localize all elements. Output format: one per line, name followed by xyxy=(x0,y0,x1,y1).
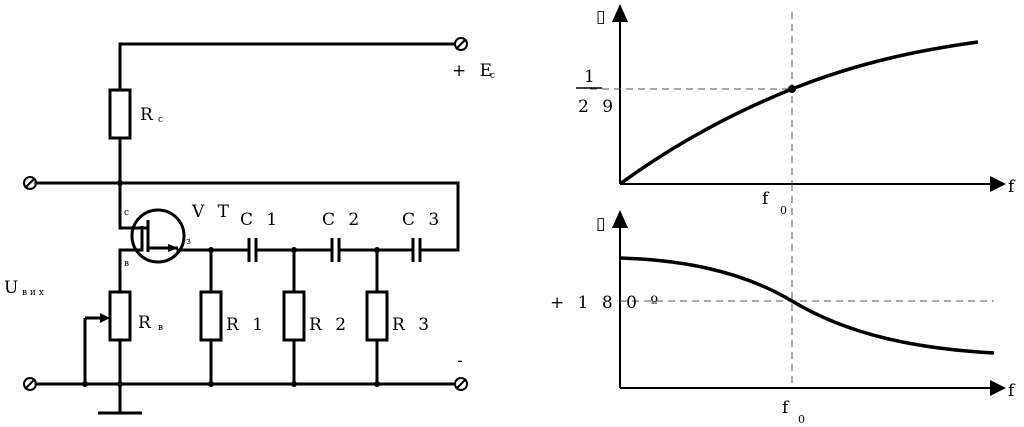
rc-label: R xyxy=(140,105,157,125)
bottom-y-label: ▯ xyxy=(596,214,609,234)
fraction-numerator: 1 xyxy=(584,67,599,87)
fraction-denominator: 2 9 xyxy=(578,97,617,117)
top-x-arrow xyxy=(990,176,1006,192)
resistor-r3 xyxy=(365,290,389,342)
phase-label: + 1 8 0 º xyxy=(550,293,662,313)
supply-terminal xyxy=(454,37,468,51)
c1-label: C 1 xyxy=(240,210,281,230)
rb-subscript: в xyxy=(158,323,163,333)
c3-label: C 3 xyxy=(402,210,443,230)
ground-terminal-right xyxy=(454,377,468,391)
circuit-schematic: + E c R c c V T з в xyxy=(4,37,496,415)
pin-c-label: c xyxy=(124,208,129,218)
output-label: U xyxy=(4,278,22,298)
pin-b-label: в xyxy=(124,259,129,269)
phase-graph: ▯ f + 1 8 0 º f 0 xyxy=(550,184,1018,426)
ground-symbol xyxy=(98,384,142,415)
resistor-r2 xyxy=(282,290,306,342)
junction-dot xyxy=(291,381,297,387)
output-subscript: в и х xyxy=(22,288,44,298)
amplitude-curve xyxy=(618,40,979,186)
bottom-y-arrow xyxy=(612,210,628,228)
r1-label: R 1 xyxy=(226,315,267,335)
junction-dot xyxy=(374,381,380,387)
intersection-point xyxy=(788,85,796,93)
ground-terminal-left xyxy=(23,377,37,391)
capacitor-c3 xyxy=(411,238,422,262)
top-f0-label: f xyxy=(762,189,772,209)
bottom-x-arrow xyxy=(990,380,1006,396)
transistor-vt xyxy=(130,208,186,264)
junction-dot xyxy=(82,381,88,387)
top-y-arrow xyxy=(612,4,628,22)
supply-label: + E xyxy=(452,61,496,81)
top-f0-subscript: 0 xyxy=(780,204,787,217)
top-y-label: ▯ xyxy=(596,7,609,27)
resistor-rb xyxy=(108,290,132,342)
bottom-f0-label: f xyxy=(782,398,792,418)
rc-subscript: c xyxy=(158,115,163,125)
minus-label: - xyxy=(457,351,467,371)
bottom-x-label: f xyxy=(1008,381,1018,401)
transistor-label: V T xyxy=(191,202,233,222)
pin-e-label: з xyxy=(186,237,191,247)
bottom-f0-subscript: 0 xyxy=(798,413,805,426)
output-terminal-top xyxy=(23,176,37,190)
top-x-label: f xyxy=(1008,177,1018,197)
junction-dot xyxy=(208,381,214,387)
phase-curve xyxy=(619,256,995,355)
resistor-r1 xyxy=(199,290,223,342)
rb-wiper xyxy=(83,313,110,384)
c2-label: C 2 xyxy=(322,210,363,230)
r3-label: R 3 xyxy=(392,315,433,335)
r2-label: R 2 xyxy=(309,315,350,335)
rb-label: R xyxy=(138,313,155,333)
supply-subscript: c xyxy=(490,71,495,81)
resistor-rc xyxy=(108,88,132,140)
amplitude-graph: ▯ f 1 2 9 f 0 xyxy=(576,4,1018,217)
